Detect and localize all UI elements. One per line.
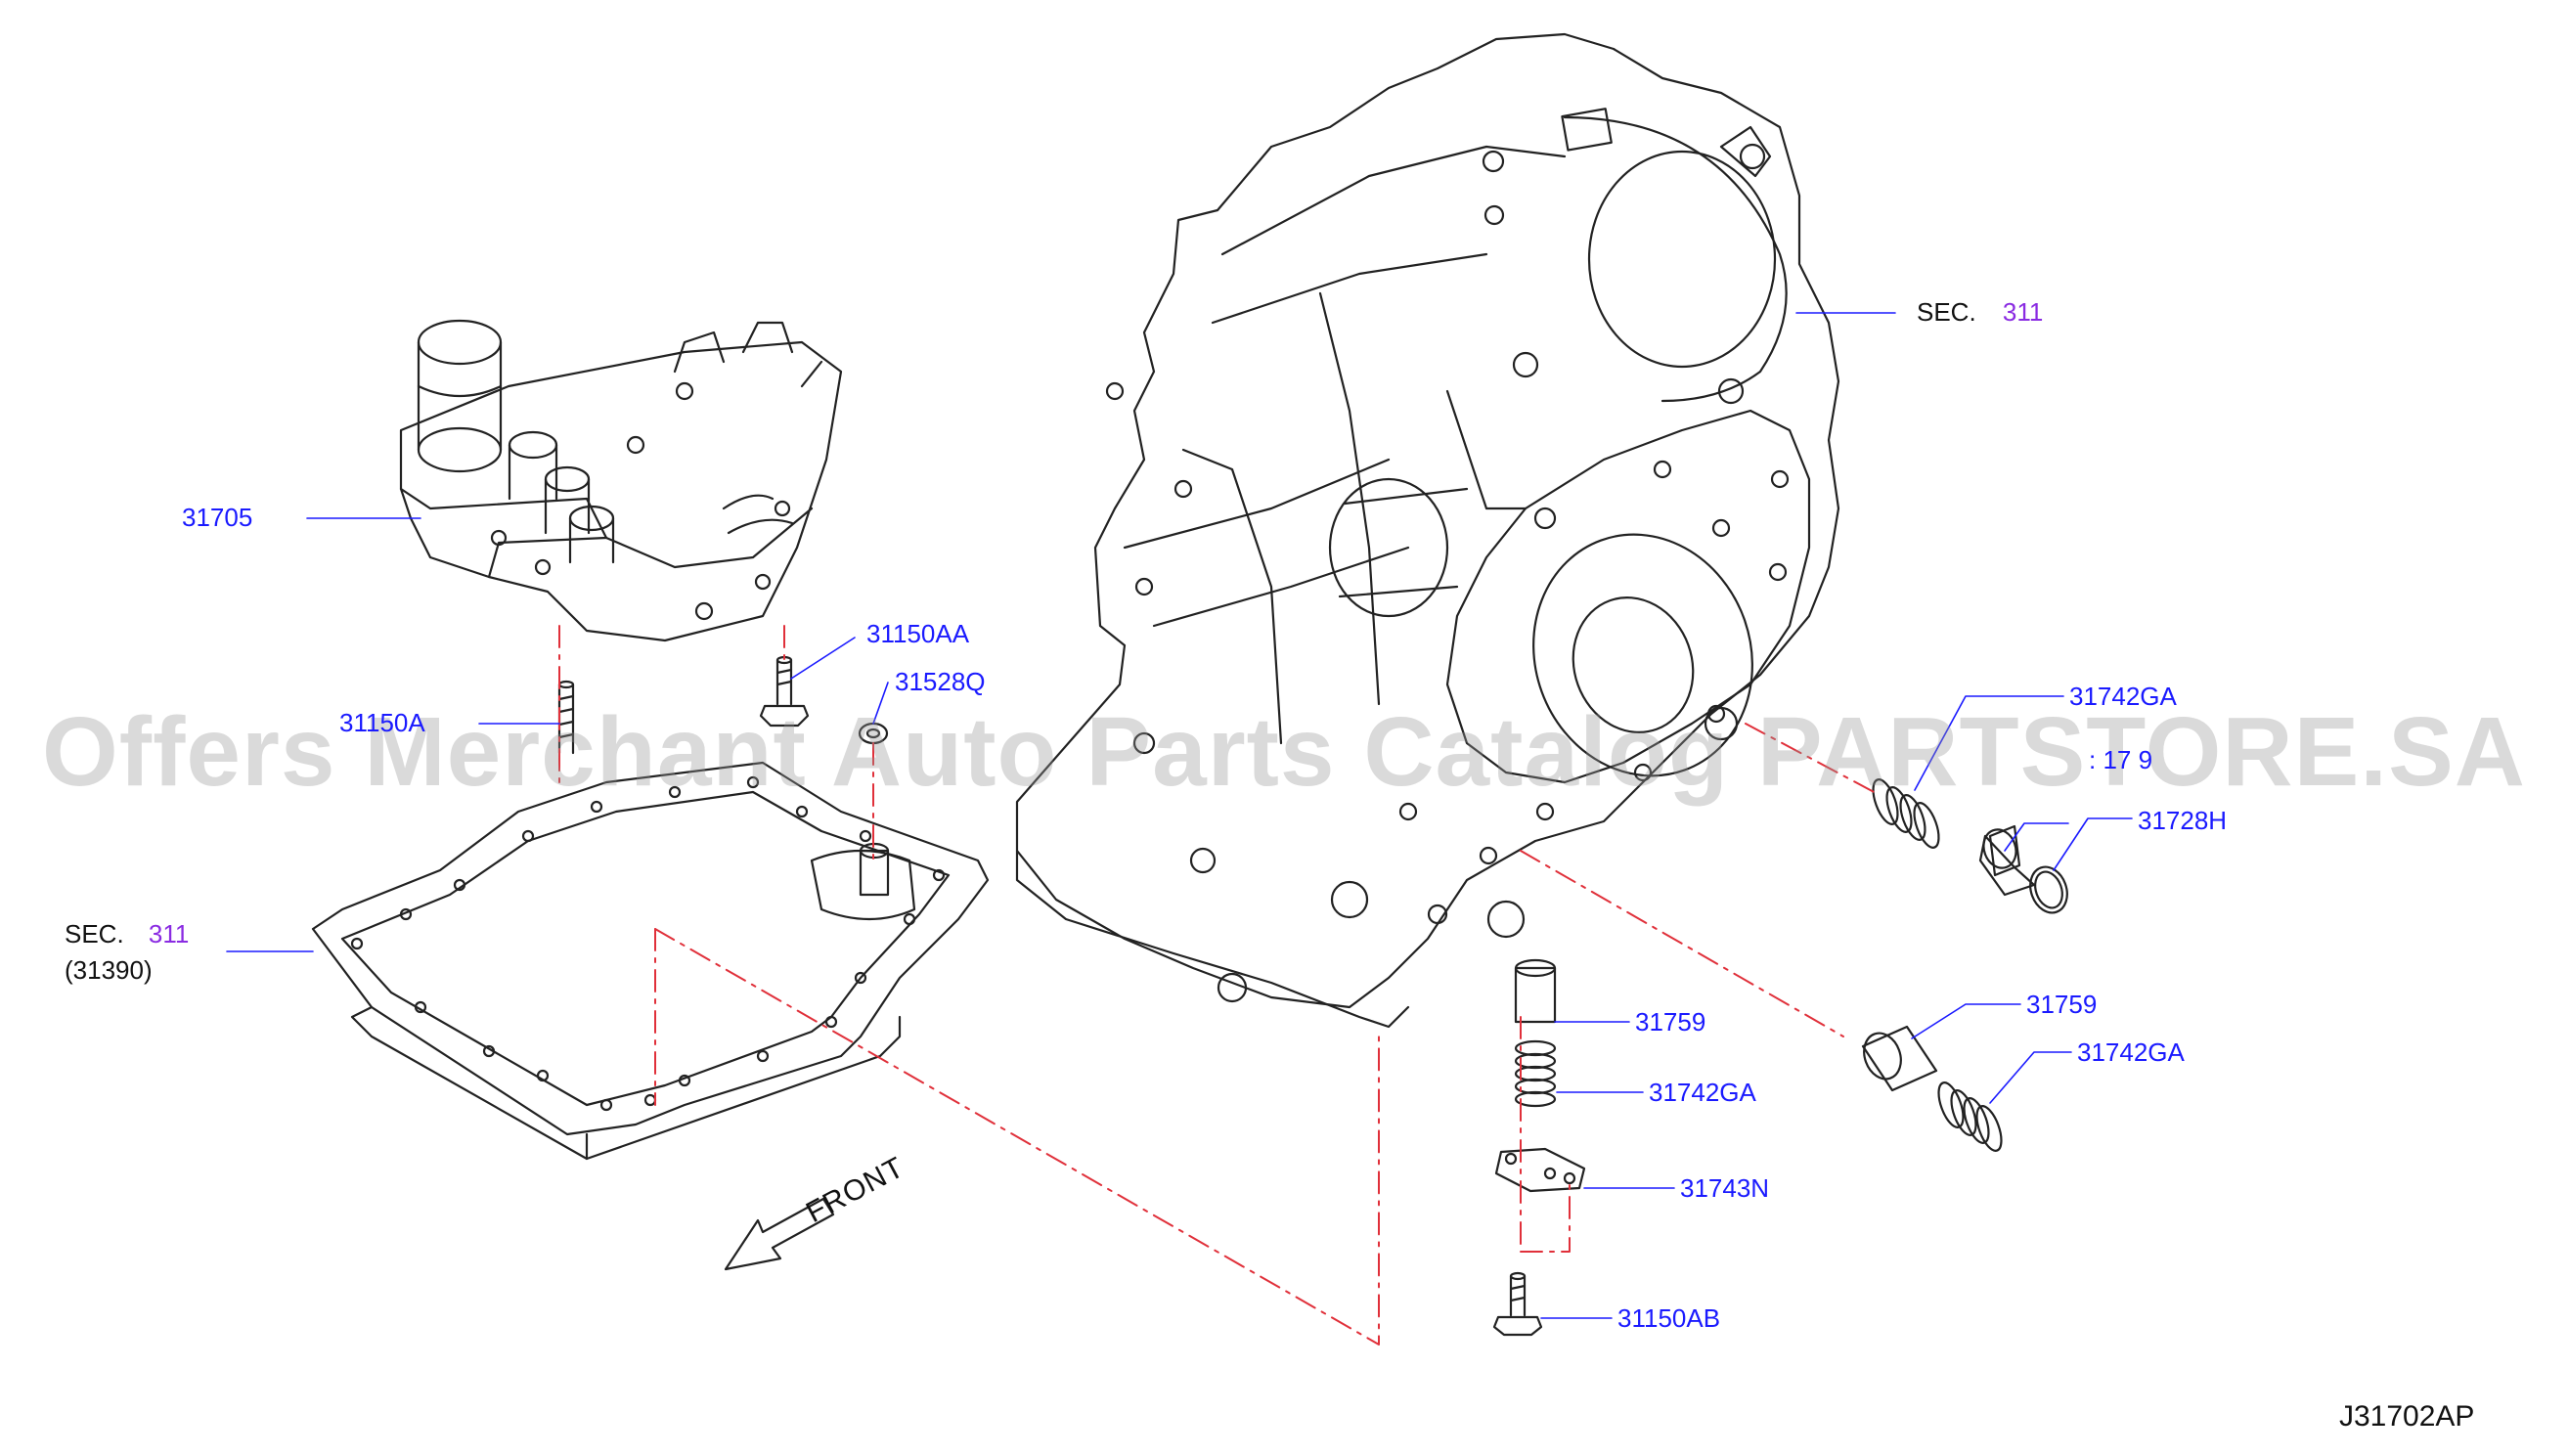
label-spring-upper-right[interactable]: 31742GA xyxy=(2069,682,2177,711)
transmission-case xyxy=(1015,32,1840,1029)
oil-pan-drawing xyxy=(311,761,990,1161)
leader-lines xyxy=(226,312,2133,1319)
section-ref-top-number: 311 xyxy=(2002,297,2044,327)
label-bolt-31150a[interactable]: 31150A xyxy=(339,708,425,737)
section-ref-left-number: 311 xyxy=(148,919,190,949)
alignment-lines xyxy=(558,625,1879,1346)
label-piston-right[interactable]: 31759 xyxy=(2026,990,2098,1019)
diagram-code: J31702AP xyxy=(2339,1400,2475,1433)
label-oring[interactable]: 31728H xyxy=(2138,806,2228,835)
label-piston-bottom[interactable]: 31759 xyxy=(1635,1007,1706,1037)
label-spring-bottom[interactable]: 31742GA xyxy=(1649,1078,1756,1107)
section-ref-top-prefix: SEC. xyxy=(1917,297,1976,327)
section-ref-left-prefix: SEC. xyxy=(65,919,124,949)
label-spring-right[interactable]: 31742GA xyxy=(2077,1037,2185,1067)
section-ref-left[interactable]: SEC. 311 xyxy=(65,919,189,949)
control-valve-drawing xyxy=(399,319,843,642)
label-control-valve[interactable]: 31705 xyxy=(182,503,253,532)
label-plug-partial[interactable]: : 17 9 xyxy=(2089,745,2153,774)
watermark: Offers Merchant Auto Parts Catalog PARTS… xyxy=(42,697,2526,807)
label-retainer[interactable]: 31743N xyxy=(1680,1173,1770,1203)
label-washer[interactable]: 31528Q xyxy=(895,667,986,696)
section-ref-left-sub: (31390) xyxy=(65,955,153,985)
section-ref-top[interactable]: SEC. 311 xyxy=(1917,297,2043,327)
small-parts-drawing xyxy=(557,655,2068,1337)
front-arrow-drawing xyxy=(724,1197,835,1271)
label-bolt-31150aa[interactable]: 31150AA xyxy=(866,619,970,648)
label-bolt-31150ab[interactable]: 31150AB xyxy=(1617,1303,1721,1333)
